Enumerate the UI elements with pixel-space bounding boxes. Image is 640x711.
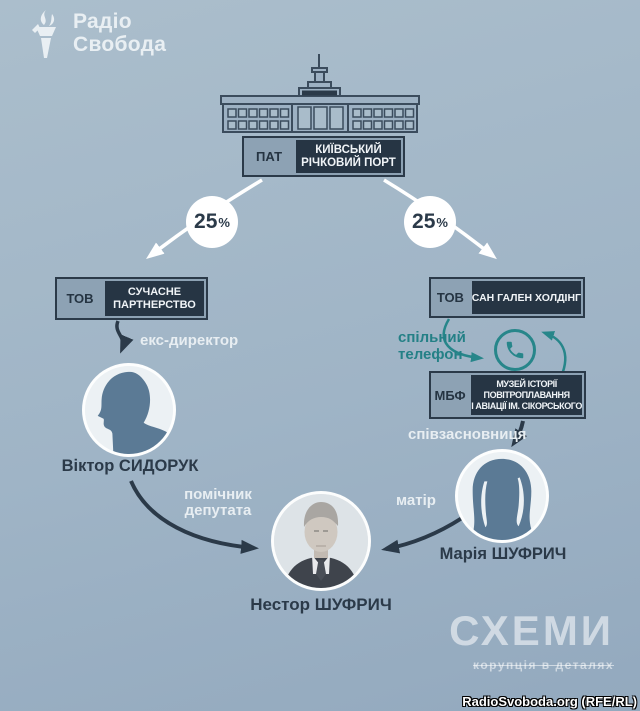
schemes-logo-text: СХЕМИ (449, 607, 614, 654)
shufrych-photo (271, 491, 371, 591)
arrow-partnership-to-sydoruk (115, 320, 134, 354)
shufrych-portrait (274, 494, 368, 588)
arrow-holding-to-phone (442, 318, 484, 363)
phone-badge (494, 329, 536, 371)
radio-svoboda-logo: Радіо Свобода (26, 10, 166, 60)
label-shared-phone: спільний телефон (398, 329, 466, 363)
male-silhouette-icon (85, 366, 173, 454)
label-mother: матір (396, 492, 436, 509)
entity-partnership: ТОВ СУЧАСНЕ ПАРТНЕРСТВО (55, 277, 208, 320)
entity-partnership-type: ТОВ (66, 291, 94, 306)
arrow-museum-to-phone (541, 331, 567, 378)
entity-museum-type: МБФ (434, 387, 466, 403)
entity-holding: ТОВ САН ГАЛЕН ХОЛДІНГ (429, 277, 585, 318)
label-assistant-line1: помічник (184, 486, 252, 503)
share-left-badge: 25% (186, 196, 238, 248)
building-sign (302, 90, 337, 96)
maria-avatar (455, 449, 549, 543)
entity-port-name-line2: РІЧКОВИЙ ПОРТ (301, 156, 396, 169)
entity-museum: МБФ МУЗЕЙ ІСТОРІЇ ПОВІТРОПЛАВАННЯ І АВІА… (429, 371, 586, 419)
watermark: RadioSvoboda.org (RFE/RL) (462, 694, 637, 709)
sydoruk-name: Віктор СИДОРУК (61, 457, 199, 475)
entity-holding-type: ТОВ (436, 290, 464, 305)
torch-icon (26, 10, 64, 60)
river-port-building (212, 52, 428, 134)
share-left-value: 25 (194, 210, 218, 233)
entity-partnership-name-line1: СУЧАСНЕ (127, 285, 182, 298)
maria-name: Марія ШУФРИЧ (439, 545, 567, 563)
brand-line1: Радіо (73, 10, 132, 33)
phone-icon (506, 341, 524, 359)
arrow-museum-to-maria (511, 420, 528, 448)
label-cofounder: співзасновниця (408, 426, 527, 443)
share-right-unit: % (436, 214, 448, 230)
label-shared-phone-line2: телефон (398, 346, 463, 363)
entity-port-name-line1: КИЇВСЬКИЙ (315, 143, 382, 156)
share-left-unit: % (218, 214, 230, 230)
shufrych-name: Нестор ШУФРИЧ (250, 595, 392, 614)
entity-holding-name: САН ГАЛЕН ХОЛДІНГ (471, 281, 581, 314)
label-assistant-line2: депутата (184, 502, 252, 519)
entity-museum-name-line1: МУЗЕЙ ІСТОРІЇ (496, 378, 557, 389)
sydoruk-avatar (82, 363, 176, 457)
entity-museum-name-line2: ПОВІТРОПЛАВАННЯ (483, 389, 571, 400)
entity-museum-name-line3: І АВІАЦІЇ ІМ. СІКОРСЬКОГО (471, 400, 582, 411)
brand-line2: Свобода (73, 33, 167, 56)
share-right-badge: 25% (404, 196, 456, 248)
share-right-value: 25 (412, 210, 436, 233)
label-assistant: помічник депутата (183, 487, 253, 519)
arrow-sydoruk-to-shufrych (129, 480, 259, 554)
entity-partnership-name-line2: ПАРТНЕРСТВО (113, 298, 196, 311)
schemes-tagline: корупція в деталях (472, 658, 614, 672)
entity-port-type: ПАТ (255, 149, 283, 164)
arrow-maria-to-shufrych (381, 516, 464, 554)
label-shared-phone-line1: спільний (398, 329, 466, 346)
female-silhouette-icon (458, 452, 546, 540)
label-ex-director: екс-директор (140, 332, 239, 349)
schemes-logo: СХЕМИ корупція в деталях (449, 607, 614, 673)
entity-port: ПАТ КИЇВСЬКИЙ РІЧКОВИЙ ПОРТ (242, 136, 405, 177)
